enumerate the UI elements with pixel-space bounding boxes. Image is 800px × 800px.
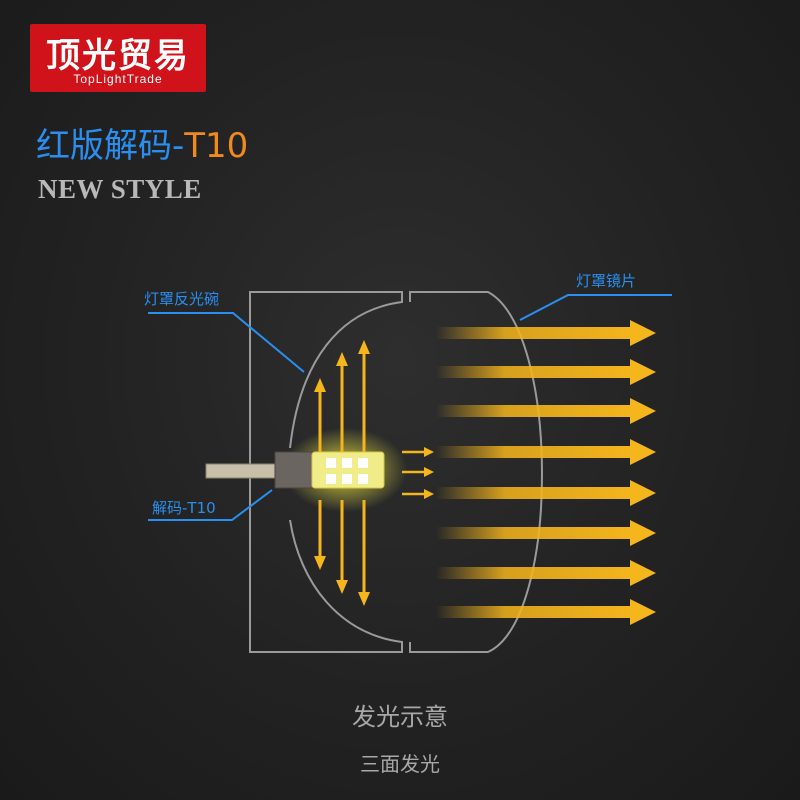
beam-arrow-4: [436, 446, 632, 458]
bulb-leader-line: [148, 489, 273, 521]
led-chip-6: [358, 474, 368, 484]
beam-arrow-head-2: [630, 359, 656, 385]
caption-title: 发光示意: [352, 703, 448, 731]
reflector-label: 灯罩反光碗: [144, 290, 220, 308]
arrow-up-2-head: [336, 352, 348, 366]
arrows-forward: [402, 447, 434, 499]
beam-arrow-head-5: [630, 480, 656, 506]
arrow-down-1-head: [314, 556, 326, 570]
output-beams: [436, 320, 656, 625]
beam-arrow-1: [436, 327, 632, 339]
beam-arrow-6: [436, 527, 632, 539]
reflector-leader-line: [148, 312, 305, 373]
lens-outline: [409, 291, 543, 653]
beam-arrow-5: [436, 487, 632, 499]
arrows-down: [314, 500, 370, 606]
beam-arrow-3: [436, 405, 632, 417]
beam-arrow-8: [436, 606, 632, 618]
title-code: T10: [184, 126, 249, 166]
bulb-socket: [274, 451, 316, 489]
brand-name-en: TopLightTrade: [73, 72, 163, 86]
arrow-down-3-head: [358, 592, 370, 606]
led-chip-1: [326, 458, 336, 468]
t10-bulb: [205, 451, 385, 489]
brand-name-cn: 顶光贸易: [46, 36, 190, 76]
arrow-up-1-head: [314, 378, 326, 392]
arrow-up-3-head: [358, 340, 370, 354]
reflector-bottom: [262, 519, 403, 653]
beam-arrow-head-6: [630, 520, 656, 546]
arrow-fwd-3-head: [424, 489, 434, 499]
page-title: 红版解码-T10: [36, 118, 248, 167]
beam-arrow-head-1: [630, 320, 656, 346]
beam-arrow-head-3: [630, 398, 656, 424]
bulb-label: 解码-T10: [152, 499, 216, 517]
beam-arrow-head-7: [630, 560, 656, 586]
arrow-down-2-head: [336, 580, 348, 594]
led-chip-5: [342, 474, 352, 484]
page-subtitle: NEW STYLE: [38, 174, 202, 204]
led-chip-3: [358, 458, 368, 468]
brand-logo: 顶光贸易 TopLightTrade: [30, 24, 206, 92]
caption-subtitle: 三面发光: [360, 752, 440, 776]
beam-arrow-head-8: [630, 599, 656, 625]
arrow-fwd-2-head: [424, 467, 434, 477]
title-cn: 红版解码-: [36, 126, 185, 166]
lens-label: 灯罩镜片: [576, 272, 637, 290]
beam-arrow-7: [436, 567, 632, 579]
led-chip-4: [326, 474, 336, 484]
lens-leader-line: [519, 294, 672, 321]
reflector-top: [262, 291, 403, 449]
beam-arrow-head-4: [630, 439, 656, 465]
led-chip-2: [342, 458, 352, 468]
arrow-fwd-1-head: [424, 447, 434, 457]
beam-arrow-2: [436, 366, 632, 378]
arrows-up: [314, 340, 370, 452]
